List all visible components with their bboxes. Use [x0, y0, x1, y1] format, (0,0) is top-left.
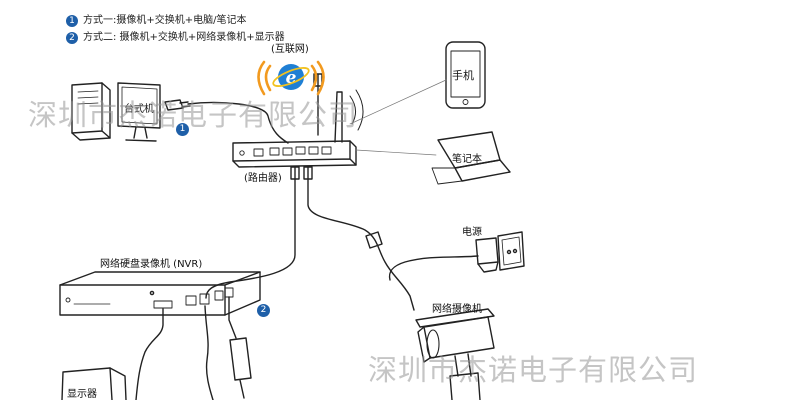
laptop	[431, 131, 511, 185]
wireless-link-phone	[349, 79, 447, 125]
legend-mode2: 2 方式二: 摄像机+交换机+网络录像机+显示器	[66, 29, 285, 46]
desktop-plug	[164, 99, 191, 111]
laptop-label: 笔记本	[452, 154, 482, 165]
legend-mode2-text: 方式二: 摄像机+交换机+网络录像机+显示器	[83, 32, 285, 43]
desktop-monitor	[117, 82, 161, 142]
ie-logo-icon: e	[257, 60, 325, 96]
internet-label: (互联网)	[271, 44, 309, 55]
watermark-bottom: 深圳市杰诺电子有限公司	[368, 353, 699, 387]
router	[232, 140, 357, 168]
phone	[445, 41, 486, 109]
cable-nvr-power	[204, 305, 214, 400]
legend-mode1-text: 方式一:摄像机+交换机+电脑/笔记本	[83, 15, 247, 26]
power-adapter	[475, 237, 499, 273]
ip-camera	[415, 308, 495, 400]
router-label: (路由器)	[244, 173, 282, 184]
watermark-top: 深圳市杰诺电子有限公司	[28, 98, 359, 132]
cable-router-camera	[307, 166, 415, 311]
camera-cable-connector	[365, 231, 383, 249]
router-wifi-arcs	[349, 89, 364, 131]
legend-mode2-badge: 2	[66, 31, 78, 44]
legend: 1 方式一:摄像机+交换机+电脑/笔记本 2 方式二: 摄像机+交换机+网络录像…	[66, 12, 285, 46]
nvr-power-adapter	[229, 337, 252, 399]
wireless-link-laptop	[355, 149, 437, 156]
power-label: 电源	[462, 227, 482, 238]
power-socket	[497, 231, 525, 271]
marker-2: 2	[257, 304, 270, 317]
legend-mode1: 1 方式一:摄像机+交换机+电脑/笔记本	[66, 12, 285, 29]
cable-nvr-adapter	[228, 296, 237, 339]
cable-router-nvr	[205, 166, 296, 299]
nvr-label: 网络硬盘录像机 (NVR)	[100, 259, 203, 270]
router-port-plug-nvr	[290, 166, 300, 180]
desktop-label: 台式机	[124, 104, 154, 115]
cable-desktop-router	[187, 101, 289, 144]
camera-label: 网络摄像机	[432, 304, 482, 315]
legend-mode1-badge: 1	[66, 14, 78, 27]
cable-nvr-monitor	[135, 308, 164, 400]
router-port-plug-camera	[303, 166, 313, 180]
nvr	[59, 271, 261, 316]
power-cable-camera	[388, 255, 479, 281]
svg-text:e: e	[286, 68, 297, 88]
marker-1: 1	[176, 123, 189, 136]
desktop-tower	[71, 82, 111, 141]
phone-label: 手机	[452, 69, 474, 82]
display-monitor	[61, 367, 127, 400]
monitor-label: 显示器	[67, 389, 97, 400]
router-antenna	[334, 91, 343, 143]
